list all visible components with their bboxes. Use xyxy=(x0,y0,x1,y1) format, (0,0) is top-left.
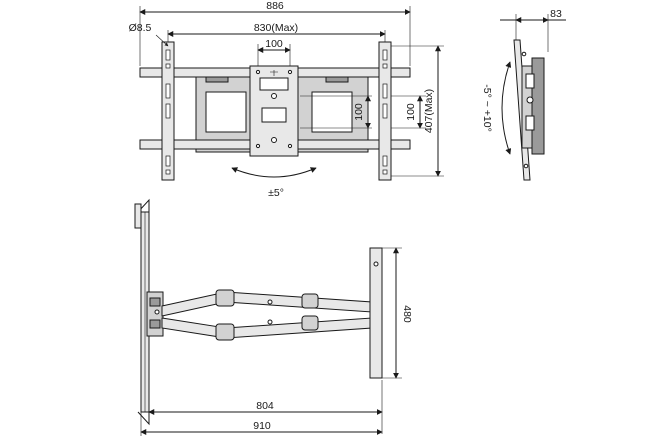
depth-label: 83 xyxy=(550,8,562,20)
upper-elbow-joint xyxy=(215,289,235,307)
wall-plate-height-label: 480 xyxy=(401,305,413,323)
lower-wall-joint xyxy=(301,315,319,331)
wall-plate-window-right xyxy=(311,91,353,133)
side-mount-plate xyxy=(531,57,545,155)
side-view: 83 -5° ~ +10° xyxy=(481,8,566,181)
max-width-label: 830(Max) xyxy=(254,22,298,34)
total-extension-label: 910 xyxy=(253,420,271,432)
plate-height-label-right: 100 xyxy=(405,103,417,121)
lower-arm-outer xyxy=(225,317,373,339)
left-bracket-slots xyxy=(165,49,171,175)
tilt-label: -5° ~ +10° xyxy=(481,84,493,132)
wall-plate-window-left xyxy=(205,91,247,133)
center-plate-top-box xyxy=(259,77,289,91)
top-view-wall-plate xyxy=(369,247,383,379)
arm-extension-label: 804 xyxy=(256,400,274,412)
center-plate-hole-bottom xyxy=(271,137,277,143)
upper-arm-outer xyxy=(225,291,373,313)
plate-width-label: 100 xyxy=(265,38,283,50)
top-view: 480 804 910 xyxy=(134,198,413,436)
lower-elbow-joint xyxy=(215,323,235,341)
tilt-arc xyxy=(501,61,512,155)
upper-wall-joint xyxy=(301,293,319,309)
center-plate-hole-top xyxy=(271,93,277,99)
hole-diameter-label: Ø8.5 xyxy=(129,22,152,34)
swivel-arc xyxy=(231,167,317,178)
plate-height-label-left: 100 xyxy=(353,103,365,121)
center-plate-mid-box xyxy=(261,107,287,123)
swivel-label: ±5° xyxy=(268,187,284,199)
overall-width-label: 886 xyxy=(266,0,284,12)
right-bracket-slots xyxy=(382,49,388,175)
max-height-label: 407(Max) xyxy=(423,89,435,133)
front-view: ±5° 886 830(Max) 100 Ø8.5 100 100 4 xyxy=(129,0,444,199)
